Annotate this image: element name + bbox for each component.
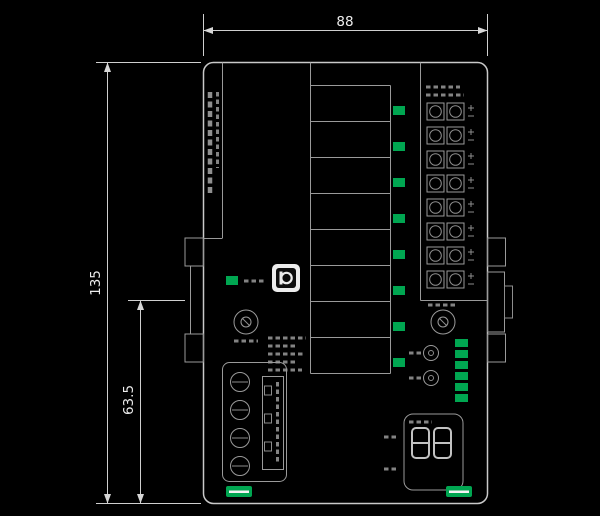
segment-display (384, 413, 464, 491)
power-led-row (226, 276, 266, 285)
din-clip-right-lock-tip (504, 285, 513, 319)
device-internal-lines (203, 62, 488, 301)
din-clip-right-upper-tab (487, 237, 506, 267)
channel-leds (393, 106, 405, 367)
channel-led (393, 358, 405, 367)
terminal-label-strip (207, 92, 219, 196)
power-led (226, 276, 238, 285)
dial-right-hub (437, 316, 449, 328)
status-led (455, 372, 468, 380)
wire-entry (264, 413, 272, 424)
din-clip-left-lower-tab (184, 333, 204, 363)
dimension-height-arrow-bottom (104, 494, 111, 504)
status-leds (455, 339, 468, 402)
channel-led (393, 142, 405, 151)
terminal-grid (426, 85, 474, 289)
channel-cells (310, 62, 391, 374)
dial-right-slot (438, 317, 448, 327)
channel-cell-grid (310, 62, 391, 374)
dial-left-slot (241, 317, 251, 327)
wire-entry (264, 385, 272, 396)
dial-left-hub (240, 316, 252, 328)
dimension-width-arrow-right (478, 27, 488, 34)
channel-led (393, 178, 405, 187)
channel-led (393, 286, 405, 295)
dimension-partial-arrow-bottom (137, 494, 144, 504)
dimension-width: 88 (203, 14, 488, 56)
status-led (455, 361, 468, 369)
din-clip-right-lower-tab (487, 333, 506, 363)
dimension-partial-height: 63.5 (121, 300, 185, 504)
reset-button-center (428, 375, 434, 381)
bottom-label-right-text (449, 490, 469, 493)
dimension-height-extension-lines (96, 62, 201, 504)
bottom-label-left-text (229, 490, 249, 493)
din-clip-left-upper-tab (184, 237, 204, 267)
seven-segment-digits (411, 427, 452, 459)
screw-terminal-block (222, 362, 287, 482)
terminal-grid-cells (426, 102, 465, 289)
terminal-polarity-marks (468, 105, 474, 285)
test-button-center (428, 350, 434, 356)
dimension-width-label: 88 (336, 14, 353, 30)
channel-led (393, 250, 405, 259)
screw-terminal (230, 372, 250, 392)
adjustment-dial-right (428, 303, 458, 335)
dimension-width-arrow-left (203, 27, 213, 34)
settings-legend (268, 336, 306, 372)
status-led (455, 383, 468, 391)
screw-terminal-outline (222, 362, 287, 482)
dimension-width-extension-lines (203, 14, 488, 56)
dimension-height-arrow-top (104, 62, 111, 72)
channel-led (393, 214, 405, 223)
screw-terminal-slots (232, 381, 248, 467)
dimension-partial-arrow-top (137, 300, 144, 310)
dial-right-ring (430, 309, 456, 335)
test-buttons (409, 345, 439, 386)
din-clip-right (487, 237, 513, 363)
reset-button (423, 370, 439, 386)
dimension-partial-label: 63.5 (121, 385, 137, 415)
din-clip-left (184, 237, 204, 363)
dimension-height: 135 (88, 62, 201, 504)
bottom-labels (226, 486, 472, 497)
channel-led (393, 322, 405, 331)
terminal-grid-header-text (426, 85, 464, 97)
device-body (184, 61, 513, 505)
screw-terminal (230, 428, 250, 448)
wire-entry (264, 441, 272, 452)
status-led (455, 339, 468, 347)
status-led (455, 394, 468, 402)
screw-terminal-wire-channel (262, 376, 284, 470)
display-module-outline (403, 413, 464, 491)
brand-logo (272, 264, 300, 292)
brand-logo-inner (276, 268, 296, 288)
channel-led (393, 106, 405, 115)
status-led (455, 350, 468, 358)
screw-terminal (230, 400, 250, 420)
adjustment-dial-left (233, 309, 259, 343)
test-button (423, 345, 439, 361)
screw-terminal (230, 456, 250, 476)
terminal-grid-screws (429, 105, 462, 286)
dimension-height-label: 135 (88, 270, 104, 296)
brand-logo-glyph-ring (280, 271, 293, 285)
dial-left-ring (233, 309, 259, 335)
